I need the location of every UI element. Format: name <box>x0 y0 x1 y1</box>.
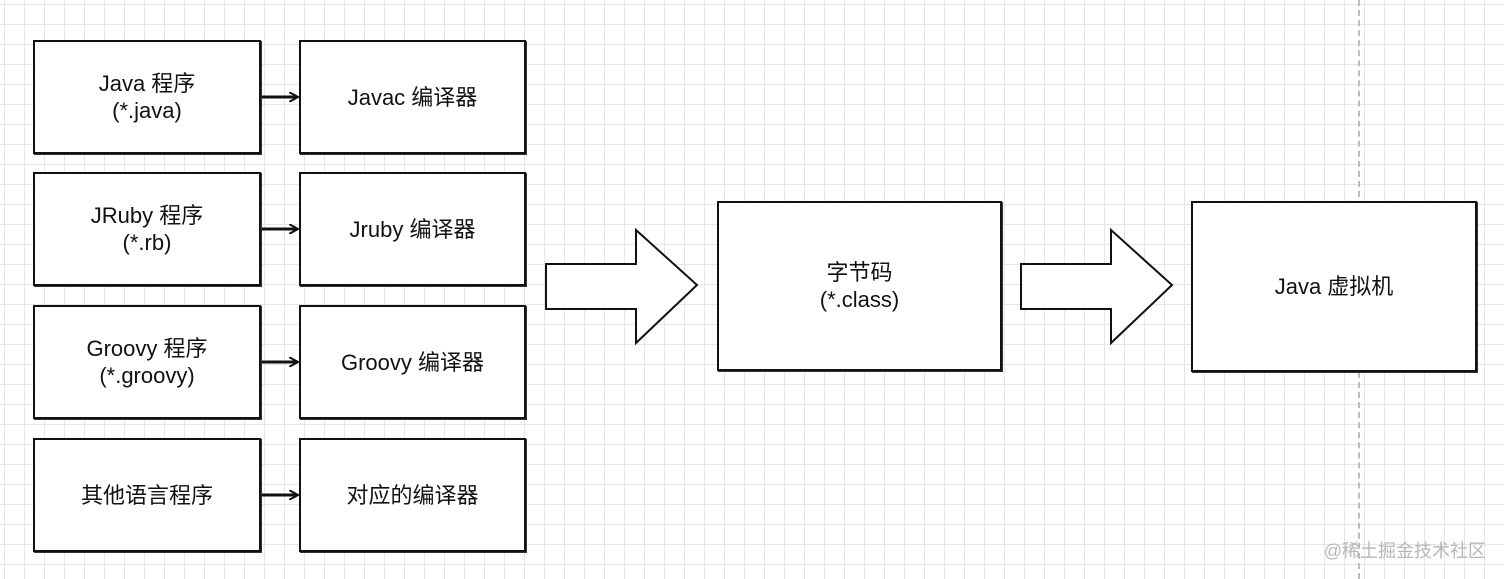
jruby-program-box: JRuby 程序 (*.rb) <box>33 172 261 286</box>
bytecode-ext: (*.class) <box>819 287 900 312</box>
big-arrow-to-jvm <box>1020 227 1174 346</box>
groovy-compiler-label: Groovy 编译器 <box>340 349 485 375</box>
javac-compiler-label: Javac 编译器 <box>347 84 478 110</box>
jruby-program-ext: (*.rb) <box>122 230 172 255</box>
groovy-program-box: Groovy 程序 (*.groovy) <box>33 305 261 419</box>
java-program-label: Java 程序 <box>98 71 196 96</box>
bytecode-label: 字节码 <box>826 260 893 285</box>
other-language-program-label: 其他语言程序 <box>80 482 213 508</box>
groovy-program-label: Groovy 程序 <box>86 336 208 361</box>
other-language-program-box: 其他语言程序 <box>33 438 261 552</box>
jvm-box: Java 虚拟机 <box>1191 201 1477 372</box>
java-program-ext: (*.java) <box>112 98 182 123</box>
jvm-label: Java 虚拟机 <box>1274 274 1394 299</box>
groovy-compiler-box: Groovy 编译器 <box>299 305 526 419</box>
other-compiler-label: 对应的编译器 <box>346 482 479 508</box>
groovy-program-ext: (*.groovy) <box>99 363 195 388</box>
javac-compiler-box: Javac 编译器 <box>299 40 526 154</box>
bytecode-box: 字节码 (*.class) <box>717 201 1002 371</box>
java-program-box: Java 程序 (*.java) <box>33 40 261 154</box>
big-arrow-to-bytecode <box>545 227 699 346</box>
watermark: @稀土掘金技术社区 <box>1323 541 1486 561</box>
jruby-program-label: JRuby 程序 <box>90 203 204 228</box>
jruby-compiler-box: Jruby 编译器 <box>299 172 526 286</box>
other-compiler-box: 对应的编译器 <box>299 438 526 552</box>
jruby-compiler-label: Jruby 编译器 <box>349 216 476 242</box>
